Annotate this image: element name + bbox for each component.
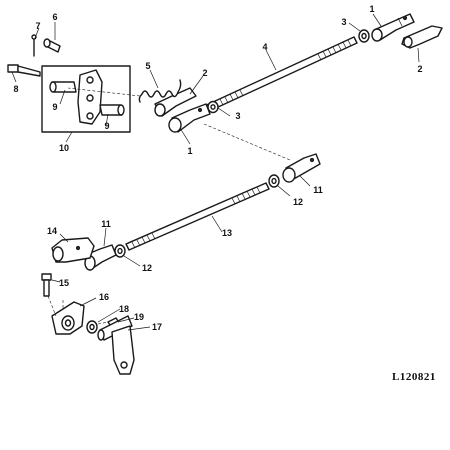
clevis-upper-left (168, 103, 211, 133)
clip-upper-right (401, 25, 443, 49)
shaft-arm (97, 315, 135, 375)
callout-15: 15 (59, 278, 69, 288)
callout-1: 1 (187, 146, 192, 156)
cotter-pin (31, 34, 37, 57)
nut-upper-right (358, 29, 370, 43)
washer-small (43, 38, 61, 53)
callout-12: 12 (293, 197, 303, 207)
callout-12: 12 (142, 263, 152, 273)
spring (138, 79, 182, 103)
callout-14: 14 (47, 226, 57, 236)
callout-2: 2 (417, 64, 422, 74)
nut-lower (114, 244, 126, 258)
clevis-lower (84, 244, 117, 271)
lever (51, 301, 85, 335)
lower-threaded-rod (125, 182, 270, 251)
callout-13: 13 (222, 228, 232, 238)
callout-8: 8 (13, 84, 18, 94)
clevis-upper-right (371, 13, 415, 42)
pivot-pin-right (99, 104, 125, 116)
callout-5: 5 (145, 61, 150, 71)
upper-threaded-rod (199, 36, 358, 115)
callout-9: 9 (104, 121, 109, 131)
callout-4: 4 (262, 42, 267, 52)
callout-11: 11 (101, 219, 111, 229)
callout-3: 3 (341, 17, 346, 27)
yoke (51, 237, 95, 263)
callout-7: 7 (35, 21, 40, 31)
pivot-pin-left (49, 81, 77, 93)
callout-11: 11 (313, 185, 323, 195)
callout-16: 16 (99, 292, 109, 302)
bellcrank (77, 69, 103, 125)
callout-labels: 1 1 2 2 3 3 4 5 6 7 8 9 9 10 11 11 12 12… (13, 4, 422, 332)
callout-3: 3 (235, 111, 240, 121)
assembly-lines (47, 87, 291, 325)
leader-lines (11, 13, 420, 331)
clip-upper-left (154, 87, 197, 117)
callout-18: 18 (119, 304, 129, 314)
nut-middle (268, 174, 280, 188)
washer-lower (86, 320, 98, 334)
bolt (7, 64, 41, 77)
washer-upper-left (207, 100, 219, 114)
callout-10: 10 (59, 143, 69, 153)
bolt-lower (41, 273, 52, 297)
callout-2: 2 (202, 68, 207, 78)
callout-19: 19 (134, 312, 144, 322)
callout-9: 9 (52, 102, 57, 112)
callout-1: 1 (369, 4, 374, 14)
callout-6: 6 (52, 12, 57, 22)
clevis-middle (282, 153, 321, 183)
callout-17: 17 (152, 322, 162, 332)
figure-reference-code: L120821 (392, 371, 436, 383)
